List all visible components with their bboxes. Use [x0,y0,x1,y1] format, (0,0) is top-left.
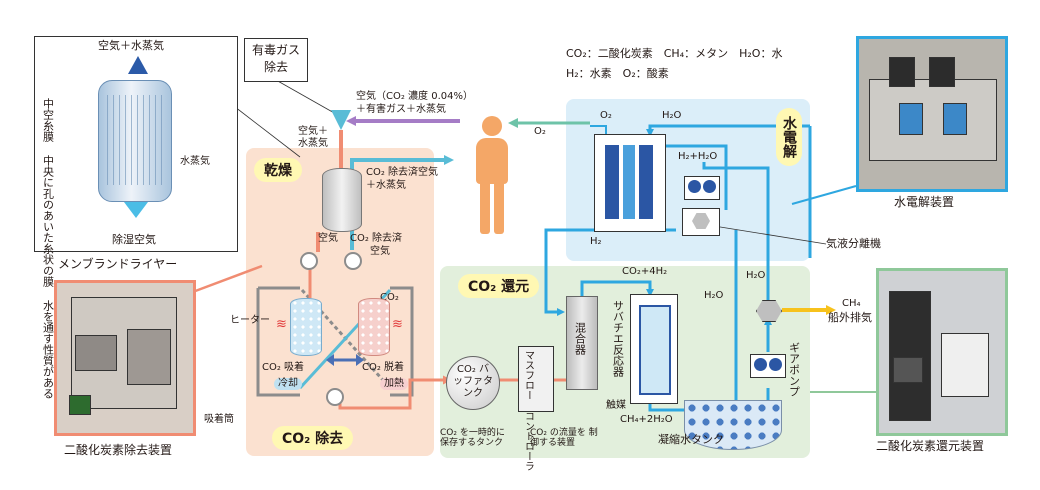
dryer-caption: メンブランドライヤー [58,257,178,271]
condensate-tank-icon [684,400,782,450]
gear-pump-icon [750,354,786,378]
reduction-separator-icon [756,300,782,322]
buffer-note: CO₂ を一時的に 保存するタンク [440,428,505,449]
dryer-top-label: 空気＋水蒸気 [98,39,164,52]
electrolysis-photo-caption: 水電解装置 [894,195,955,209]
drying-air2-label: 空気 [370,246,390,257]
co2-reduction-badge: CO₂ 還元 [458,274,540,298]
sabatier-reactor-box [630,294,678,404]
separator-box [682,208,720,236]
electrolysis-cell [594,134,666,232]
co2-removal-caption: 二酸化炭素除去装置 [64,443,173,457]
mixer-box [566,296,598,390]
valve-bottom-icon [326,388,344,406]
bed-label: 吸着筒 [204,414,234,425]
legend-line1: CO₂：二酸化炭素 CH₄：メタン H₂O：水 [566,47,783,60]
adsorb-label: CO₂ 吸着 [262,362,305,373]
catalyst-label: 触媒 [606,400,626,411]
person-icon [472,116,512,236]
dryer-down-arrow-icon [124,202,148,218]
co2-removed-air-line2: ＋水蒸気 [366,180,406,191]
electrolysis-device-photo [856,36,1008,192]
mixer-label: 混合器 [573,322,587,355]
desorb-bed-icon [358,298,390,356]
reactor-label: サバチエ反応器 [611,300,625,377]
air-vapor-line2: 水蒸気 [298,138,328,149]
air-vapor-line1: 空気＋ [298,126,328,137]
reduction-co2-4h2-label: CO₂+4H₂ [622,266,668,277]
electrolysis-h2-label: H₂ [590,236,602,247]
toxic-flow-line1: 空気（CO₂ 濃度 0.04%） [356,91,473,102]
separator-label: 気液分離機 [826,237,881,250]
cool-label: 冷却 [274,378,302,390]
gear-pump-label: ギアポンプ [787,342,801,397]
electrolysis-o2-label: O₂ [600,110,612,121]
toxic-gas-box [244,38,308,82]
heat-label: 加熱 [380,378,408,390]
electrolysis-h2o-label: H₂O [662,110,682,121]
electrolysis-badge: 水電解 [776,108,802,166]
legend-line2: H₂：水素 O₂：酸素 [566,67,669,80]
toxic-filter-icon [331,110,351,130]
co2-removed-air-line1: CO₂ 除去済空気 [366,167,439,178]
condensate-tank-label: 凝縮水タンク [658,433,724,446]
co2-reduction-device-photo [876,268,1008,436]
toxic-flow-line2: ＋有害ガス＋水蒸気 [356,104,446,115]
desorb-label: CO₂ 脱着 [362,362,405,373]
removal-co2-label: CO₂ [380,292,399,303]
membrane-cylinder-icon [98,80,172,202]
overboard-label: 船外排気 [828,311,872,324]
heater-icon-right: ≋ [392,317,403,332]
toxic-gas-label: 有毒ガス除去 [251,43,300,74]
adsorb-bed-icon [290,298,322,356]
buffer-tank-label: CO₂ バッファタンク [453,364,493,399]
buffer-tank-icon [446,356,500,410]
reduction-h2o-a-label: H₂O [704,290,724,301]
dryer-up-arrow-icon [128,56,148,74]
o2-to-person-label: O₂ [534,126,546,137]
ch4-out-label: CH₄ [842,298,861,309]
drying-co2-removed-label: CO₂ 除去済 [350,233,403,244]
electrolysis-pump-icon [684,176,720,200]
dryer-vertical-description: 中空糸膜 中央に孔のあいた糸状の膜 水を通す性質がある [41,98,55,399]
reduction-ch4-2h2o-label: CH₄+2H₂O [620,414,673,425]
dryer-cylinder [322,168,362,232]
dryer-bottom-label: 除湿空気 [112,233,156,246]
mass-flow-controller-box [518,346,554,412]
drying-air-label: 空気 [318,233,338,244]
heater-label: ヒーター [230,315,270,326]
reduction-h2o-b-label: H₂O [746,270,766,281]
dryer-vapor-label: 水蒸気 [180,156,210,167]
co2-removal-badge: CO₂ 除去 [272,426,354,450]
drying-badge: 乾燥 [254,158,302,182]
valve-left-icon [300,252,318,270]
mass-flow-controller-label: マスフロー コントローラ [522,350,534,471]
valve-right-icon [344,252,362,270]
electrolysis-h2-h2o-label: H₂+H₂O [678,151,718,162]
co2-removal-device-photo [54,280,196,436]
mfc-note: CO₂ の流量を 制御する装置 [530,428,598,449]
co2-reduction-caption: 二酸化炭素還元装置 [876,439,985,453]
heater-icon-left: ≋ [276,317,287,332]
